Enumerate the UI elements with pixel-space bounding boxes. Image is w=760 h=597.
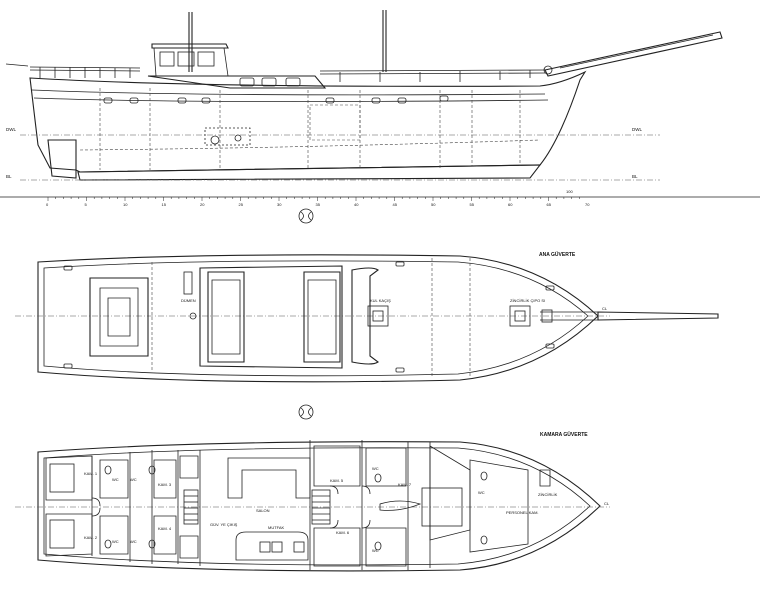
main-cl-label: CL	[602, 306, 608, 311]
scale-tick-label: 65	[547, 202, 552, 207]
hatch-label: KUL KAÇIŞ	[370, 298, 391, 303]
wc-label-5: WC	[372, 466, 379, 471]
scale-tick-label: 70	[585, 202, 590, 207]
bl-label-right: BL	[632, 174, 638, 179]
escape-hatch	[367, 305, 389, 327]
scale-tick-label: 10	[123, 202, 128, 207]
cabin-cl-label: CL	[604, 501, 610, 506]
main-deck-plan: ANA GÜVERTE CL DÜMEN KUL KAÇIŞ	[15, 251, 719, 420]
station-scale-ticks: 0 5 10 15 20 25 30 35 40 45 50 55 60 65 70	[46, 197, 590, 207]
side-profile-view: DWL DWL BL BL 100 0 5 10 15 20 25 30 35 40 45 50 55…	[0, 10, 760, 224]
main-deck-title: ANA GÜVERTE	[539, 251, 576, 258]
cabin-2-label: KAM. 2	[84, 535, 98, 540]
scale-tick-label: 45	[393, 202, 398, 207]
wc-label-4: WC	[130, 539, 137, 544]
cabin-deck-plan: KAMARA GÜVERTE CL	[15, 431, 610, 572]
deckhouse-plan	[199, 265, 343, 369]
wc-label-2: WC	[112, 539, 119, 544]
helm-station: DÜMEN	[181, 271, 196, 303]
scale-tick-label: 15	[162, 202, 167, 207]
bowsprit-plan	[597, 311, 719, 321]
salon-label: SALON	[256, 508, 270, 513]
scale-tick-label: 20	[200, 202, 205, 207]
wc-label-6: WC	[372, 548, 379, 553]
scale-tick-label: 60	[508, 202, 513, 207]
scale-tick-label: 35	[316, 202, 321, 207]
cabin-5-label: KAM. 5	[330, 478, 344, 483]
stair-label: GÜV. YE ÇIKIŞ	[210, 522, 238, 527]
rudder	[47, 139, 77, 179]
scale-tick-label: 55	[470, 202, 475, 207]
cabin-deck-outline	[37, 441, 601, 572]
cabin-7-label: KAM. 7	[398, 482, 412, 487]
chain-locker-hatch	[509, 305, 531, 327]
cabin-deck-title: KAMARA GÜVERTE	[540, 431, 588, 438]
wc-label-1: WC	[112, 477, 119, 482]
aft-seating	[89, 277, 149, 357]
cabin-6-label: KAM. 6	[336, 530, 350, 535]
anchor-winch	[543, 65, 553, 75]
helm-label: DÜMEN	[181, 298, 196, 303]
cabin-3-label: KAM. 3	[158, 482, 172, 487]
marker-label: 100	[566, 189, 573, 194]
deck-section-marker	[298, 404, 314, 420]
scale-tick-label: 0	[46, 202, 49, 207]
bl-label-left: BL	[6, 174, 12, 179]
chain-label: ZİNCİRLİK ÇIPO SI	[510, 298, 545, 303]
wc-label-3: WC	[130, 477, 137, 482]
scale-tick-label: 5	[85, 202, 88, 207]
main-deck-outline	[37, 254, 599, 383]
galley-counter	[235, 531, 309, 561]
cabin-1-label: KAM. 1	[84, 471, 98, 476]
cabin-4-label: KAM. 4	[158, 526, 172, 531]
dwl-label-left: DWL	[6, 127, 16, 132]
scale-tick-label: 40	[354, 202, 359, 207]
dwl-label-right: DWL	[632, 127, 642, 132]
scale-tick-label: 30	[277, 202, 282, 207]
scale-tick-label: 25	[239, 202, 244, 207]
midship-marker	[298, 208, 314, 224]
fore-seating	[351, 267, 379, 365]
wheelhouse-roof	[151, 43, 229, 49]
galley-label: MUTFAK	[268, 525, 285, 530]
scale-tick-label: 50	[431, 202, 436, 207]
keel	[77, 164, 542, 181]
hull-profile	[29, 70, 587, 173]
crew-cabin-label: PERSONEL KAM.	[506, 510, 539, 515]
cabin-chain-label: ZİNCİRLİK	[538, 492, 558, 497]
salon-sofa	[227, 457, 311, 499]
wc-label-7: WC	[478, 490, 485, 495]
